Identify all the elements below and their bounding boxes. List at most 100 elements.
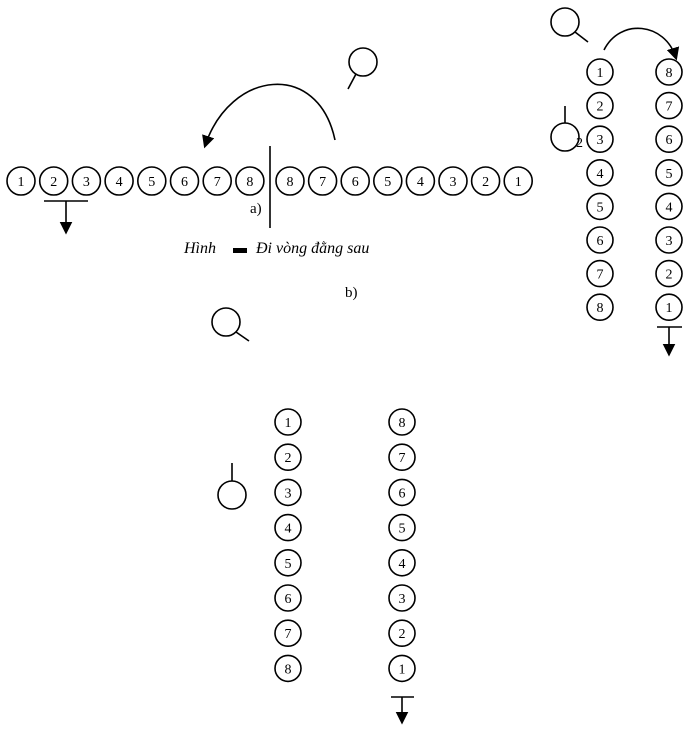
soldier-number: 5: [399, 522, 406, 537]
soldier-circle: [586, 226, 614, 254]
label-a: a): [250, 201, 262, 217]
soldier-number: 1: [399, 662, 406, 677]
soldier-circle: [104, 166, 134, 196]
soldier-circle: [503, 166, 534, 196]
soldier-circle: [274, 513, 302, 542]
soldier-circle: [274, 548, 302, 577]
soldier-circle: [388, 584, 416, 612]
stray-two: 2: [576, 136, 583, 151]
soldier-number: 8: [597, 301, 604, 316]
column-bottom-left-circles: 1 2 3 4 5 6 7 8: [274, 408, 302, 683]
column-bottom-right-circles: 8 7 6 5 4 3 2 1: [388, 408, 416, 683]
soldier-number: 8: [285, 662, 292, 677]
soldier-circle: [586, 192, 614, 221]
soldier-circle: [438, 166, 468, 196]
commander-head-icon: [217, 480, 247, 510]
soldier-circle: [71, 166, 102, 196]
soldier-circle: [405, 166, 436, 196]
soldier-number: 2: [399, 627, 406, 642]
soldier-number: 7: [597, 268, 604, 283]
soldier-number: 2: [50, 175, 57, 190]
soldier-circle: [470, 166, 501, 196]
soldier-number: 3: [83, 175, 90, 190]
commander-flag-icon: [347, 73, 357, 90]
commander-head-icon: [550, 7, 580, 37]
soldier-circle: [38, 166, 69, 196]
soldier-number: 3: [285, 486, 292, 501]
soldier-circle: [388, 478, 416, 507]
soldier-number: 1: [597, 66, 604, 81]
commander-flag-icon: [235, 331, 250, 342]
soldier-circle: [274, 654, 302, 683]
soldier-number: 7: [319, 175, 326, 190]
soldier-circle: [274, 619, 302, 648]
caption-dash: [233, 248, 247, 253]
soldier-number: 6: [285, 592, 292, 607]
soldier-number: 4: [417, 175, 424, 190]
soldier-circle: [586, 293, 614, 322]
soldier-circle: [586, 91, 614, 120]
soldier-number: 5: [148, 175, 155, 190]
commander-head-icon: [550, 122, 580, 152]
soldier-number: 6: [181, 175, 188, 190]
caption-text: Đi vòng đằng sau: [255, 240, 369, 257]
soldier-number: 8: [287, 175, 294, 190]
soldier-number: 4: [285, 522, 292, 537]
soldier-circle: [655, 259, 683, 288]
soldier-circle: [655, 125, 683, 153]
soldier-circle: [202, 166, 232, 196]
soldier-circle: [137, 166, 167, 196]
soldier-circle: [274, 408, 302, 436]
soldier-number: 3: [399, 592, 406, 607]
soldier-circle: [372, 166, 403, 196]
label-b: b): [345, 285, 358, 301]
soldier-circle: [388, 443, 416, 472]
soldier-number: 5: [597, 200, 604, 215]
soldier-circle: [388, 548, 416, 577]
soldier-number: 6: [352, 175, 359, 190]
soldier-circle: [388, 619, 416, 648]
soldier-number: 1: [515, 175, 522, 190]
soldier-number: 1: [285, 416, 292, 431]
soldier-circle: [586, 259, 614, 288]
soldier-number: 7: [285, 627, 292, 642]
soldier-number: 8: [666, 66, 673, 81]
soldier-number: 2: [482, 175, 489, 190]
soldier-circle: [586, 58, 614, 86]
commander-head-icon: [211, 307, 241, 337]
soldier-circle: [655, 159, 683, 187]
soldier-circle: [274, 584, 302, 612]
soldier-number: 4: [597, 167, 604, 182]
soldier-number: 3: [666, 234, 673, 249]
soldier-number: 4: [399, 557, 406, 572]
soldier-number: 6: [666, 133, 673, 148]
soldier-number: 1: [666, 301, 673, 316]
soldier-number: 7: [214, 175, 221, 190]
soldier-number: 2: [285, 451, 292, 466]
soldier-circle: [388, 408, 416, 436]
turn-arrow-a: [202, 83, 336, 149]
soldier-circle: [586, 125, 614, 153]
soldier-number: 3: [597, 133, 604, 148]
soldier-number: 7: [399, 451, 406, 466]
soldier-number: 4: [116, 175, 123, 190]
soldier-number: 8: [246, 175, 253, 190]
soldier-number: 8: [399, 416, 406, 431]
soldier-number: 6: [597, 234, 604, 249]
soldier-number: 2: [666, 268, 673, 283]
soldier-number: 5: [285, 557, 292, 572]
commander-flag-icon: [574, 31, 589, 43]
soldier-number: 5: [384, 175, 391, 190]
soldier-number: 6: [399, 486, 406, 501]
soldier-number: 4: [666, 200, 673, 215]
soldier-circle: [6, 166, 36, 196]
soldier-number: 7: [666, 100, 673, 115]
soldier-circle: [586, 159, 614, 187]
soldier-circle: [274, 443, 302, 472]
soldier-circle: [274, 478, 302, 507]
